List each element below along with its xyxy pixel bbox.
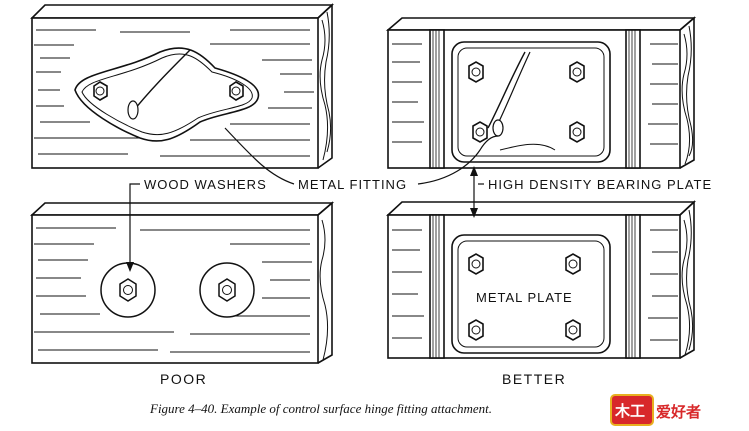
label-wood-washers: WOOD WASHERS — [144, 177, 267, 192]
watermark-text: 爱好者 — [656, 403, 701, 421]
bolt-head — [569, 121, 585, 143]
figure-caption: Figure 4–40. Example of control surface … — [149, 401, 492, 416]
bolt-head — [565, 319, 581, 341]
wood-washer-right — [199, 262, 255, 318]
better-top-metal-fitting — [451, 41, 611, 163]
bolt-head — [468, 61, 484, 83]
bolt-head — [565, 253, 581, 275]
bolt-head — [93, 81, 108, 101]
label-better: BETTER — [502, 371, 566, 387]
watermark-logo: 木工 爱好者 — [610, 394, 701, 426]
bolt-head — [229, 81, 244, 101]
bolt-head — [468, 253, 484, 275]
wood-washer-left — [100, 262, 156, 318]
poor-bottom-beam — [29, 201, 335, 364]
label-metal-fitting: METAL FITTING — [298, 177, 407, 192]
label-poor: POOR — [160, 371, 207, 387]
label-metal-plate: METAL PLATE — [476, 290, 573, 305]
watermark-logo-text: 木工 — [614, 402, 645, 420]
label-high-density-bearing-plate: HIGH DENSITY BEARING PLATE — [488, 177, 712, 192]
poor-metal-fitting — [74, 47, 260, 142]
bolt-head — [468, 319, 484, 341]
bolt-head — [472, 121, 488, 143]
better-bottom-metal-plate — [451, 234, 611, 354]
bolt-head — [569, 61, 585, 83]
callout-lines — [126, 127, 556, 272]
